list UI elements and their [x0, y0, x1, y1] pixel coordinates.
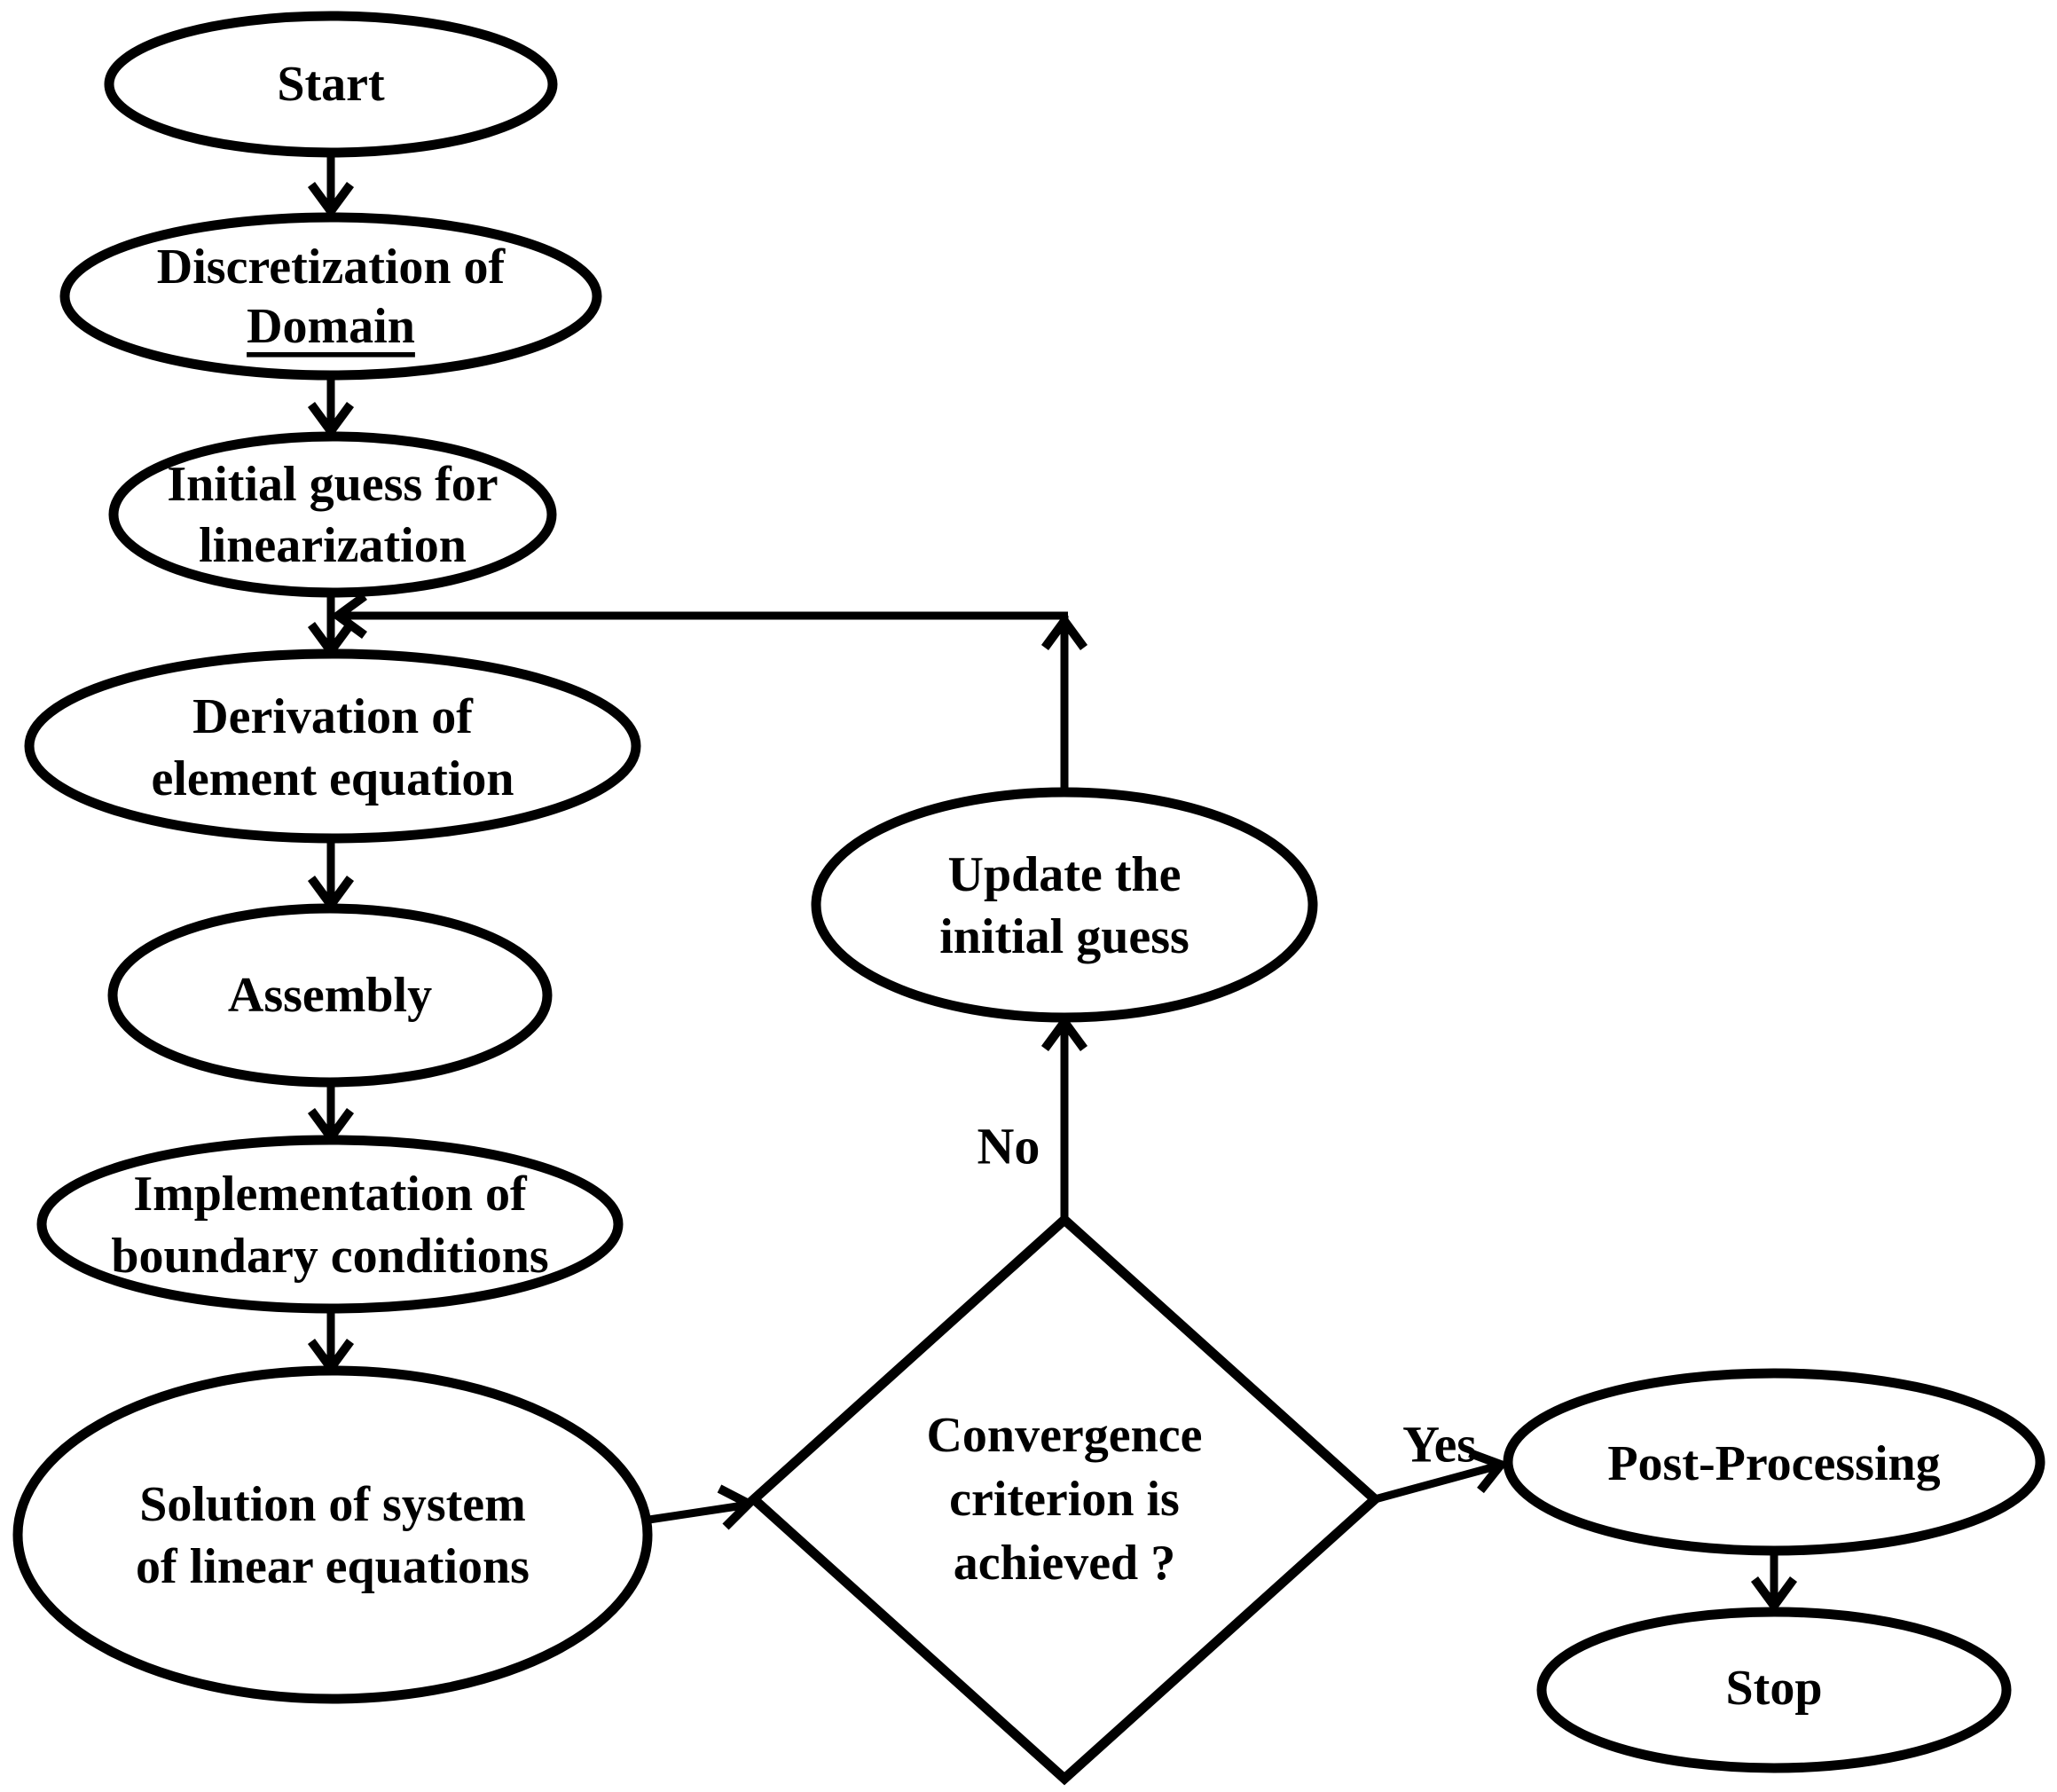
derivation-label-line1: Derivation of: [192, 689, 474, 744]
initial-guess-shape: [108, 431, 557, 598]
yes-edge-label: Yes: [1402, 1416, 1477, 1474]
node-post-processing: Post-Processing: [1503, 1368, 2045, 1556]
decision-label-line1: Convergence: [926, 1408, 1202, 1463]
post-processing-shape: [1503, 1368, 2045, 1556]
implementation-label-line2: boundary conditions: [111, 1229, 548, 1284]
decision-label-line2: criterion is: [949, 1472, 1180, 1527]
no-edge-label: No: [977, 1118, 1040, 1175]
initial-guess-label-line1: Initial guess for: [167, 457, 498, 512]
update-label-line2: initial guess: [939, 909, 1189, 964]
node-initial-guess: Initial guess for linearization: [108, 431, 557, 598]
edge-feedback-update-to-junction: [330, 592, 1088, 792]
edge-start-discretization: [307, 153, 355, 219]
node-stop: Stop: [1536, 1607, 2012, 1773]
start-shape: [104, 11, 558, 158]
post-processing-label: Post-Processing: [1607, 1436, 1940, 1491]
update-label-line1: Update the: [948, 847, 1182, 902]
edge-decision-update-no: [1040, 1014, 1088, 1217]
discretization-label-line2: Domain: [247, 299, 415, 354]
derivation-shape: [24, 648, 641, 844]
implementation-shape: [36, 1135, 624, 1314]
stop-label: Stop: [1726, 1661, 1823, 1716]
arrow-down-icon: [307, 182, 355, 219]
arrow-right-icon: [1468, 1449, 1509, 1494]
edge-derivation-assembly: [307, 838, 355, 913]
node-derivation: Derivation of element equation: [24, 648, 641, 844]
node-solution: Solution of system of linear equations: [12, 1365, 653, 1704]
edge-solution-decision: [642, 1484, 757, 1530]
arrow-right-icon: [717, 1484, 757, 1530]
edge-decision-post-processing-yes: [1373, 1449, 1509, 1504]
edge-assembly-implementation: [307, 1082, 355, 1145]
edge-discretization-initial-guess: [307, 375, 355, 439]
update-shape: [811, 787, 1318, 1023]
decision-label-line3: achieved ?: [954, 1536, 1175, 1591]
solution-label-line1: Solution of system: [139, 1477, 526, 1532]
node-assembly: Assembly: [107, 903, 553, 1088]
node-update-initial-guess: Update the initial guess: [811, 787, 1318, 1023]
derivation-label-line2: element equation: [151, 751, 514, 806]
start-label: Start: [277, 57, 385, 112]
discretization-label-line1: Discretization of: [157, 240, 506, 295]
implementation-label-line1: Implementation of: [133, 1167, 528, 1222]
arrow-up-icon: [1040, 613, 1088, 650]
node-discretization: Discretization of Domain: [59, 212, 602, 381]
edge-post-processing-stop: [1750, 1551, 1798, 1614]
edge-implementation-solution: [307, 1309, 355, 1376]
decision-diamond-shape: [746, 1213, 1383, 1786]
assembly-shape: [107, 903, 553, 1088]
arrow-down-icon: [307, 402, 355, 439]
arrow-down-icon: [1750, 1576, 1798, 1614]
node-implementation: Implementation of boundary conditions: [36, 1135, 624, 1314]
solution-shape: [12, 1365, 653, 1704]
node-decision-convergence: Convergence criterion is achieved ?: [746, 1213, 1383, 1786]
initial-guess-label-line2: linearization: [199, 518, 467, 573]
solution-label-line2: of linear equations: [136, 1539, 530, 1594]
discretization-shape: [59, 212, 602, 381]
assembly-label: Assembly: [228, 968, 432, 1023]
arrow-left-icon: [330, 592, 367, 640]
stop-shape: [1536, 1607, 2012, 1773]
node-start: Start: [104, 11, 558, 158]
